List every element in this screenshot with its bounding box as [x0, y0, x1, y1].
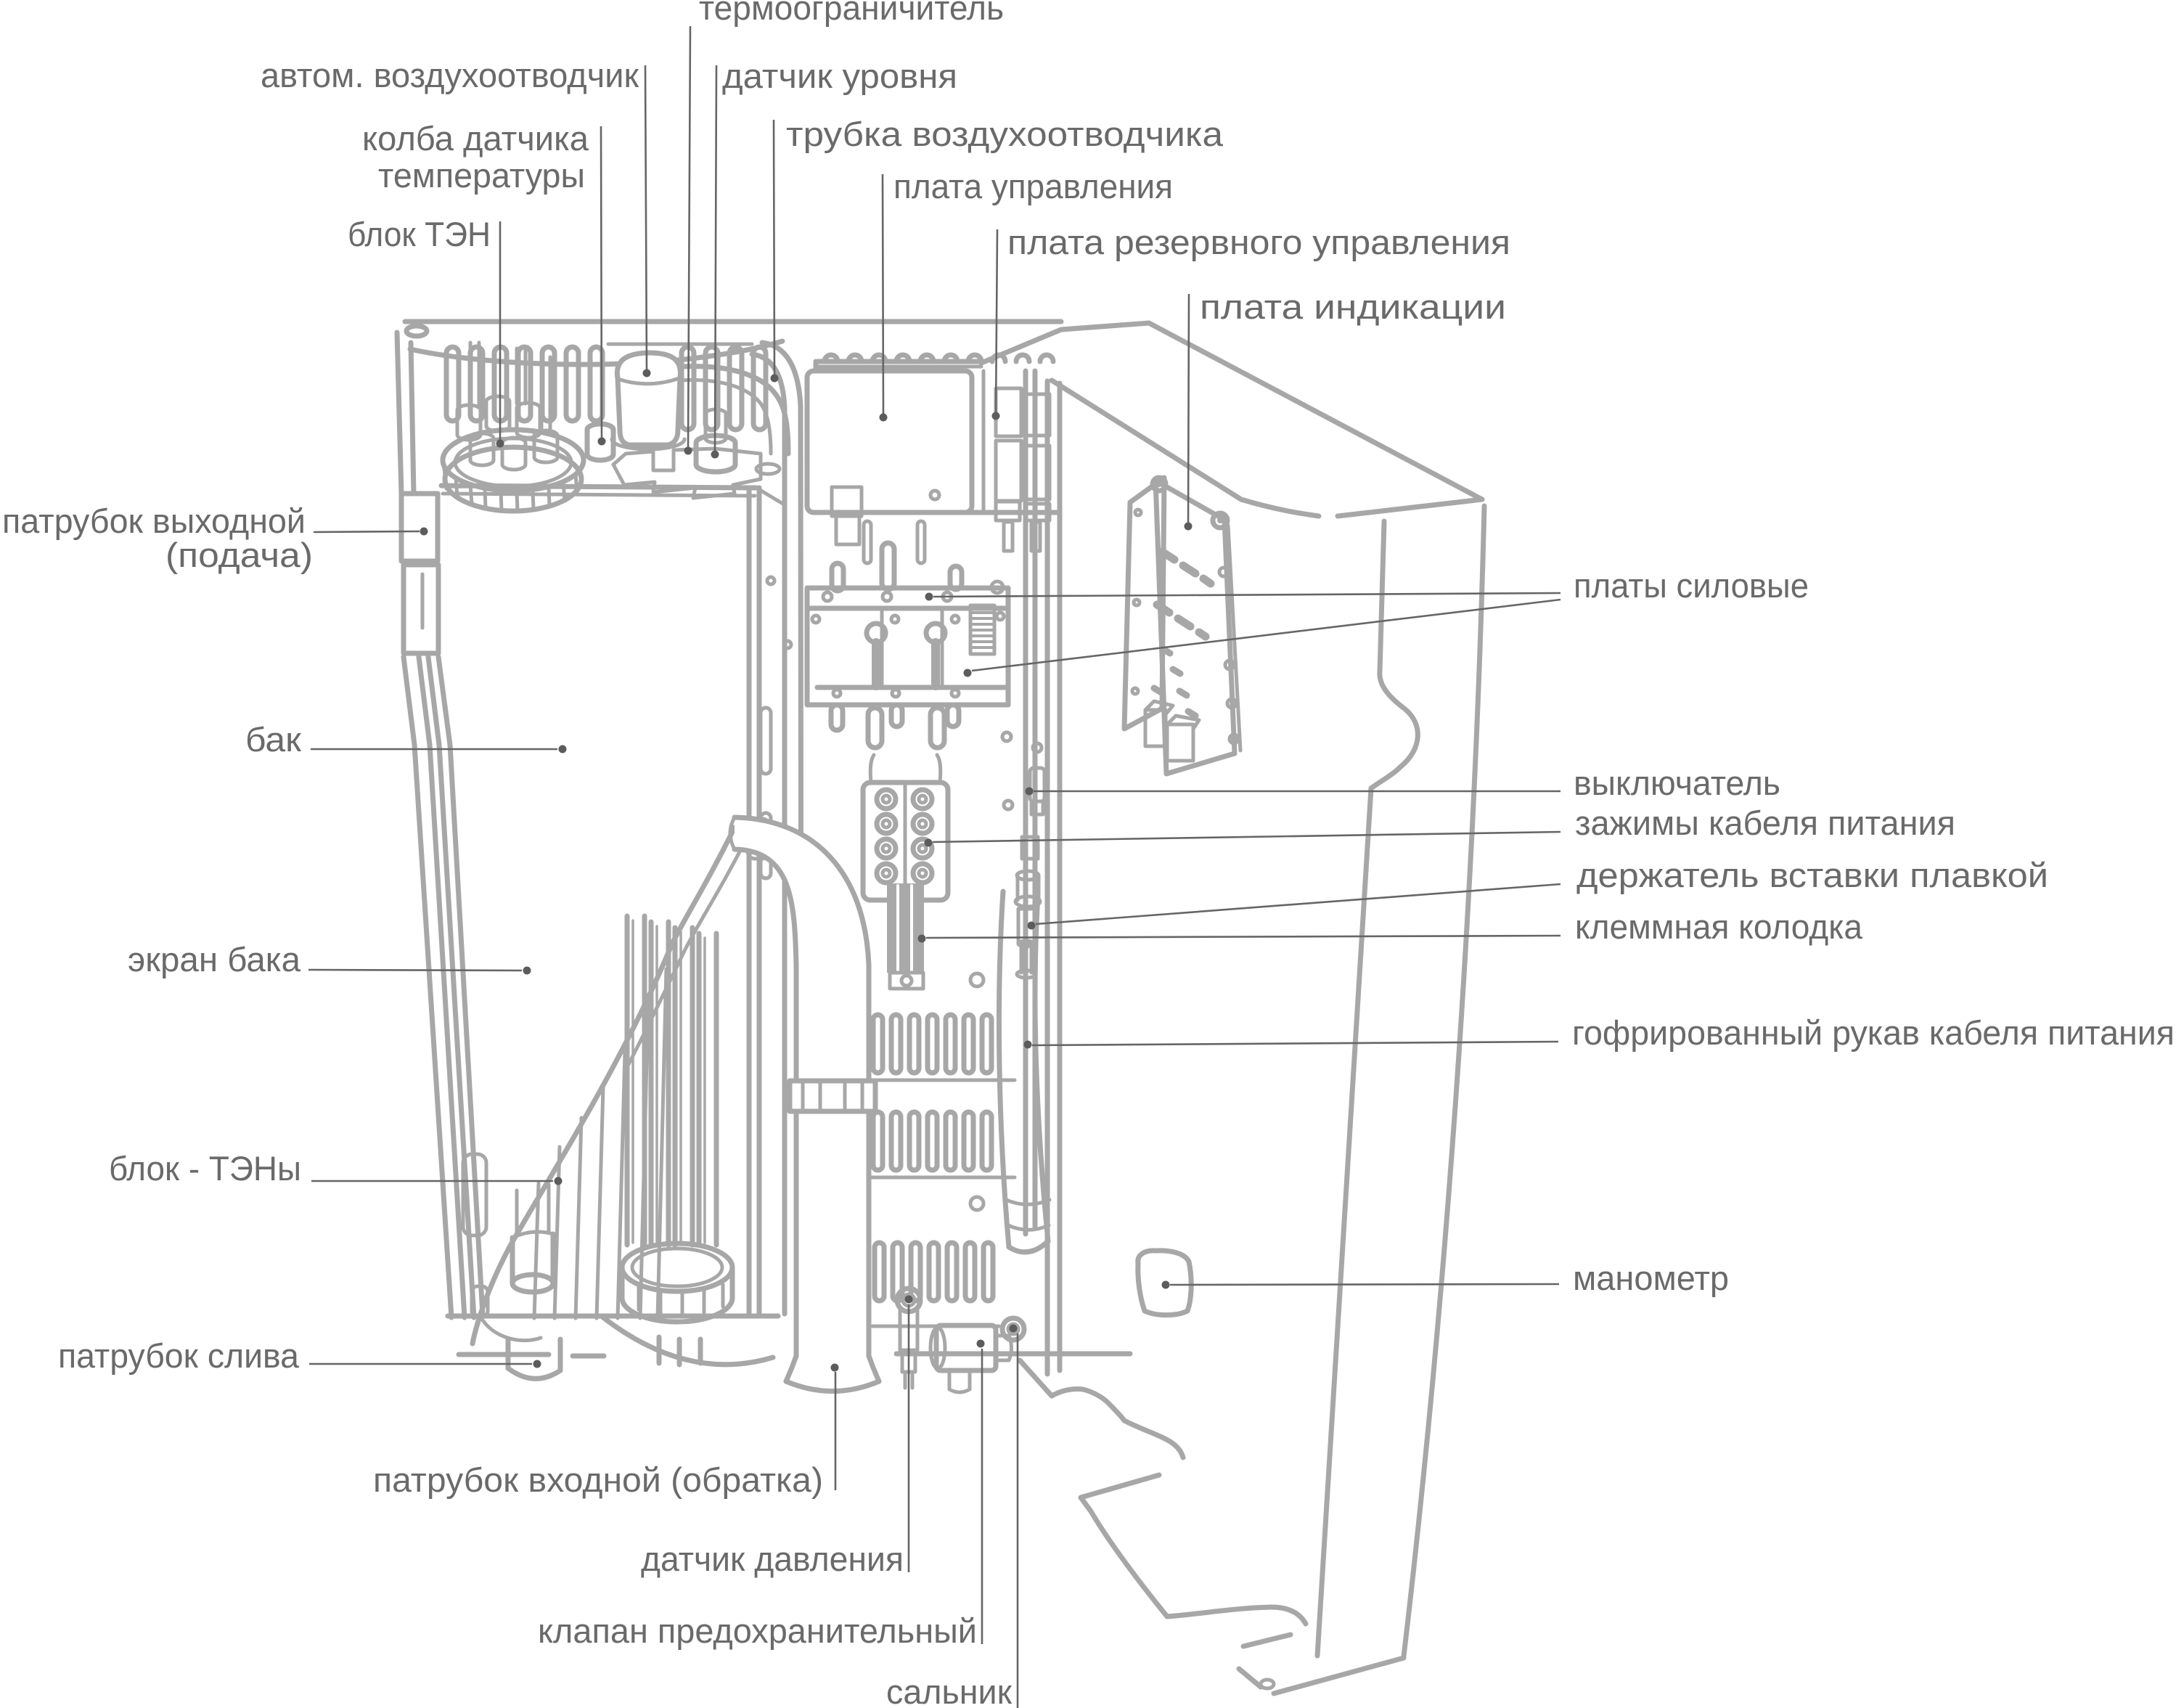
svg-text:выключатель: выключатель [1574, 764, 1780, 802]
svg-text:сальник: сальник [886, 1672, 1012, 1708]
svg-text:гофрированный рукав кабеля пит: гофрированный рукав кабеля питания [1572, 1013, 2175, 1052]
svg-text:температуры: температуры [378, 156, 585, 195]
svg-text:трубка воздухоотводчика: трубка воздухоотводчика [786, 115, 1224, 153]
svg-text:колба датчика: колба датчика [362, 119, 589, 158]
svg-text:датчик уровня: датчик уровня [722, 57, 957, 95]
svg-text:датчик давления: датчик давления [641, 1540, 904, 1578]
svg-text:блок ТЭН: блок ТЭН [348, 215, 491, 253]
svg-text:патрубок слива: патрубок слива [58, 1336, 300, 1375]
svg-text:манометр: манометр [1573, 1259, 1729, 1297]
svg-text:зажимы кабеля питания: зажимы кабеля питания [1575, 804, 1955, 842]
svg-text:держатель вставки плавкой: держатель вставки плавкой [1576, 856, 2048, 894]
svg-text:автом. воздухоотводчик: автом. воздухоотводчик [261, 56, 639, 94]
svg-text:экран бака: экран бака [128, 940, 301, 978]
svg-text:блок - ТЭНы: блок - ТЭНы [109, 1149, 301, 1188]
svg-text:платы силовые: платы силовые [1574, 566, 1809, 605]
svg-text:патрубок выходной: патрубок выходной [2, 502, 306, 540]
svg-text:плата резервного управления: плата резервного управления [1007, 223, 1510, 261]
svg-text:термоограничитель: термоограничитель [699, 0, 1004, 27]
svg-text:плата управления: плата управления [893, 167, 1173, 205]
svg-text:клеммная колодка: клеммная колодка [1575, 907, 1863, 946]
svg-text:(подача): (подача) [165, 536, 313, 574]
svg-text:клапан предохранительный: клапан предохранительный [538, 1611, 977, 1650]
svg-text:патрубок входной (обратка): патрубок входной (обратка) [373, 1460, 823, 1499]
svg-text:плата индикации: плата индикации [1200, 287, 1506, 326]
svg-text:бак: бак [245, 720, 301, 759]
